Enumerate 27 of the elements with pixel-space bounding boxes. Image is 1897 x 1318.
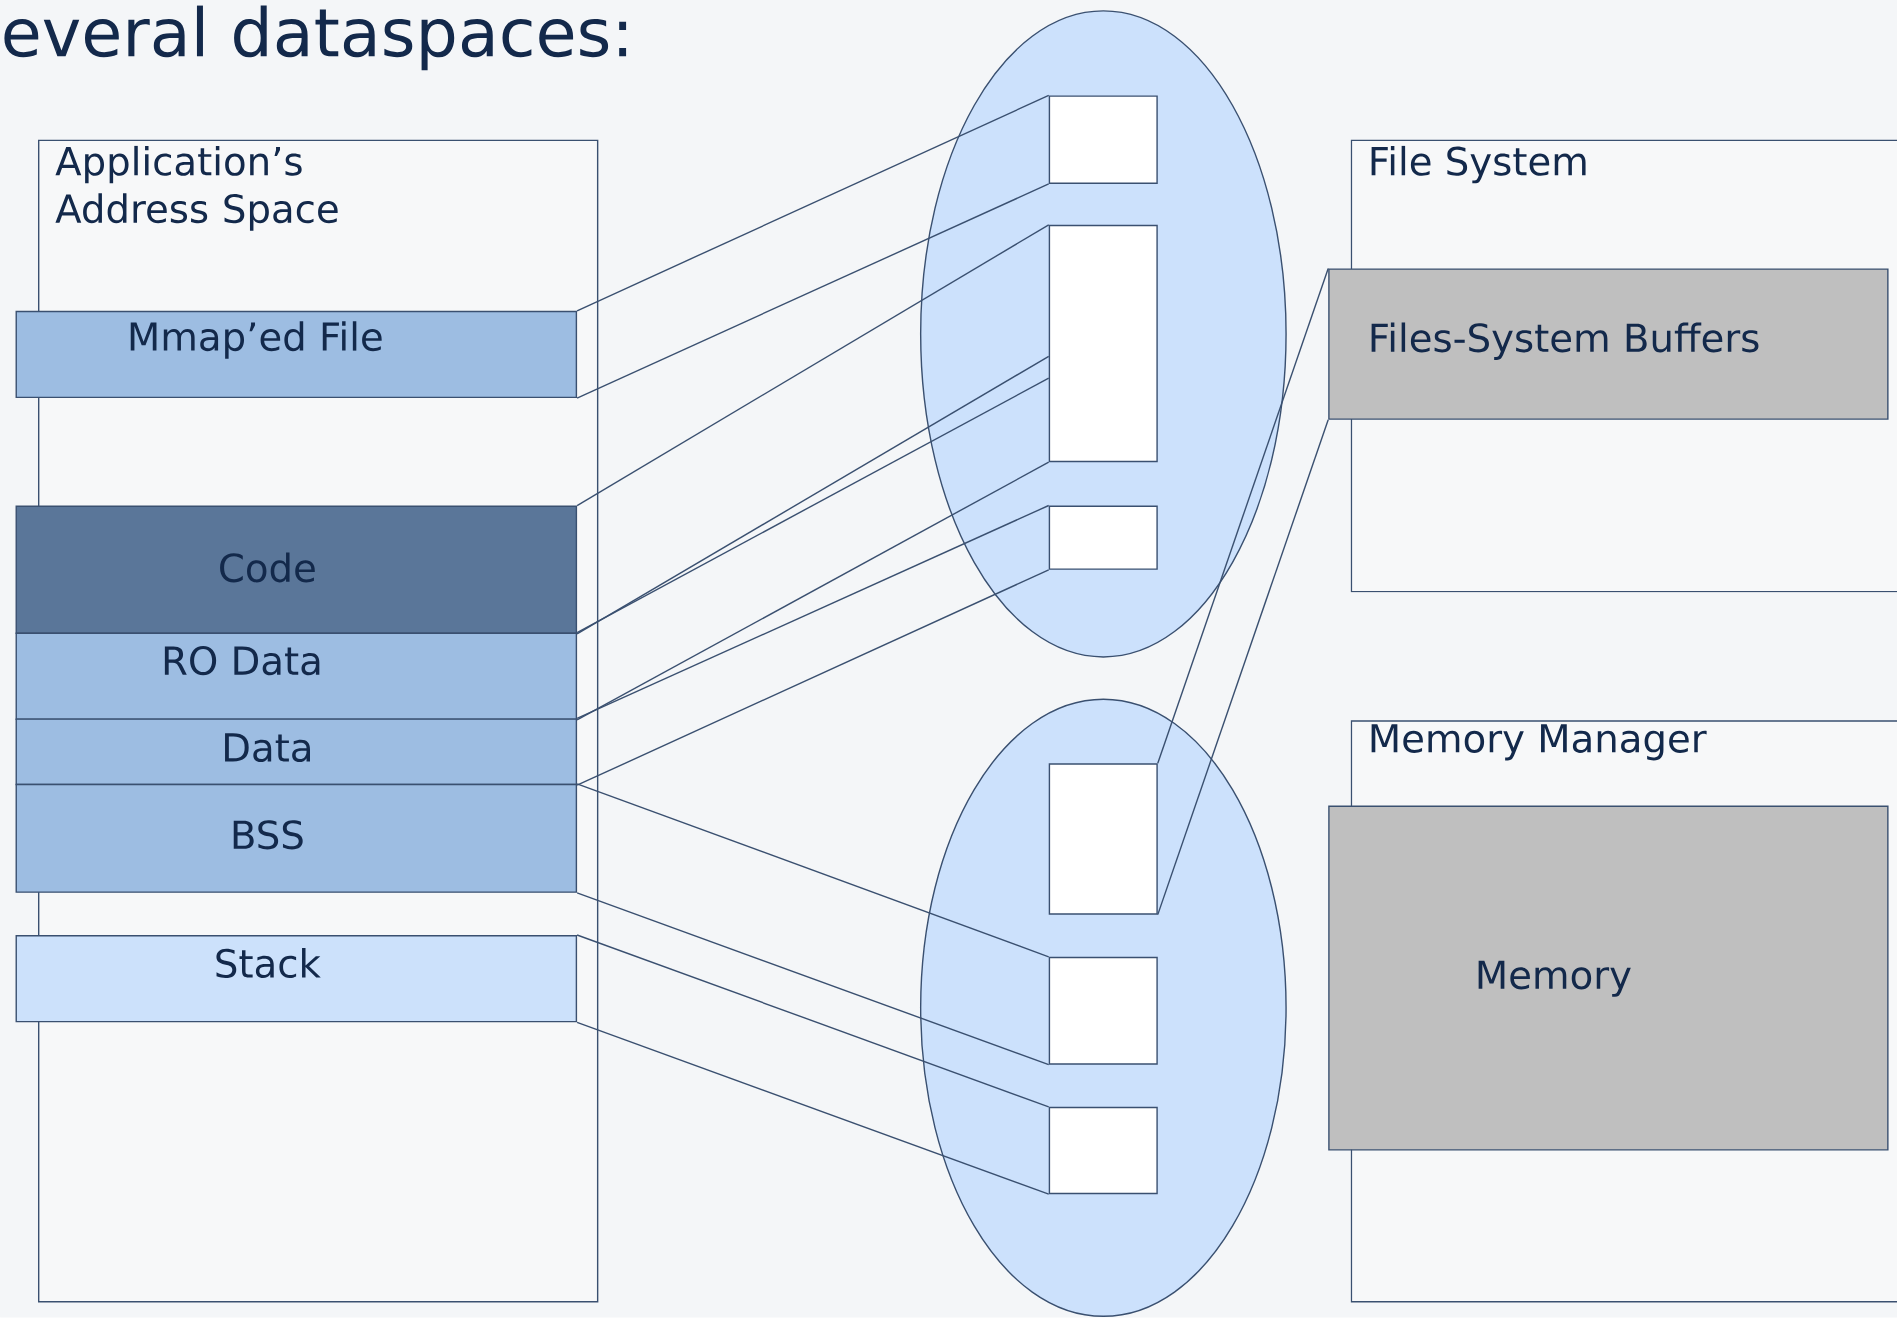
mapping-line <box>576 1021 1050 1196</box>
mapping-line <box>576 461 1050 721</box>
mapping-line <box>576 569 1050 787</box>
segment-box: Data <box>15 718 578 786</box>
mapping-line <box>576 94 1050 312</box>
mapping-line <box>576 892 1050 1066</box>
mapping-line <box>576 224 1050 507</box>
segment-box: Code <box>15 505 578 635</box>
segment-box: Stack <box>15 935 578 1023</box>
mapping-line <box>576 183 1050 400</box>
mapping-line <box>576 505 1050 720</box>
page-box <box>1048 505 1158 571</box>
segment-box: Mmap’ed File <box>15 311 578 399</box>
page-box <box>1048 957 1158 1065</box>
mapping-line <box>576 934 1050 1108</box>
mapping-line <box>576 783 1050 958</box>
memory-box: Memory <box>1328 805 1889 1151</box>
slide-title: everal dataspaces: <box>4 5 627 71</box>
segment-box: BSS <box>15 784 578 894</box>
page-box <box>1048 1107 1158 1195</box>
page-box <box>1048 95 1158 185</box>
page-box <box>1048 225 1158 463</box>
page-box <box>1048 763 1158 915</box>
segment-box: RO Data <box>15 632 578 721</box>
buffer-box: Files-System Buffers <box>1328 268 1889 421</box>
mapping-line <box>1157 267 1329 765</box>
mapping-line <box>1157 419 1329 916</box>
